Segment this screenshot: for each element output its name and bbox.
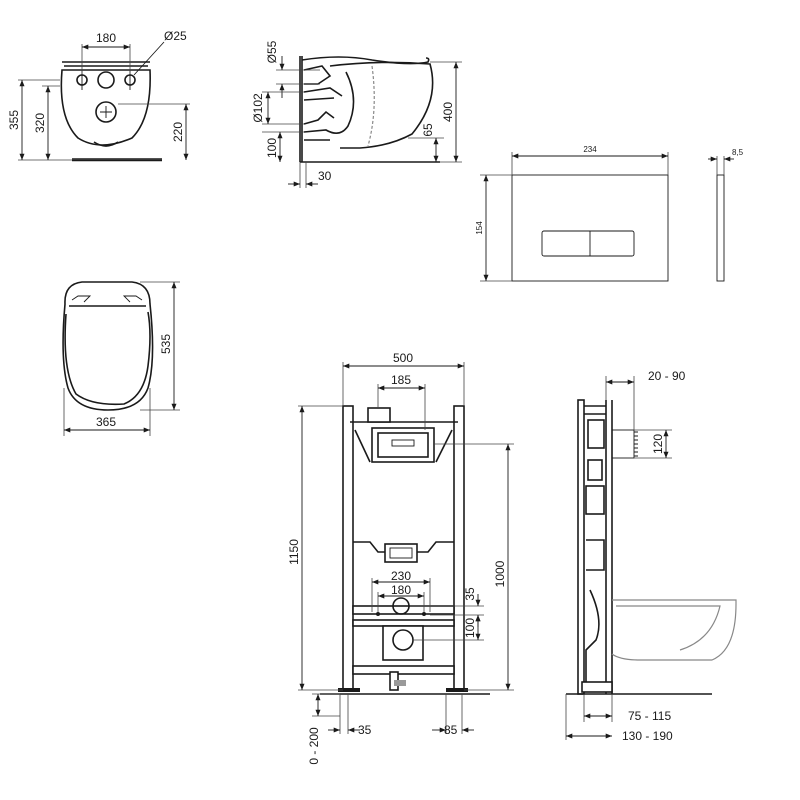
dim-35-frame: 35: [463, 587, 477, 601]
wc-top-view: [62, 281, 154, 411]
wc-side-view: [299, 56, 440, 163]
dim-154: 154: [475, 221, 484, 235]
dim-65: 65: [421, 123, 435, 137]
dim-75-115: 75 - 115: [628, 709, 671, 723]
dim-320: 320: [33, 113, 47, 133]
flush-plate-dimensions: 234 154 8,5: [475, 145, 744, 282]
dim-85-foot: 85: [444, 723, 458, 737]
center-hole-icon: [97, 71, 115, 89]
dim-hole-diameter: Ø25: [164, 29, 187, 43]
dim-1000: 1000: [493, 560, 507, 587]
dim-400-side: 400: [441, 102, 455, 122]
dim-20-90: 20 - 90: [648, 369, 686, 383]
wc-side-dimensions: Ø55 Ø102 100 65 400 30: [251, 40, 462, 188]
flush-plate: [511, 174, 725, 282]
frame-right-post: [453, 405, 465, 691]
dim-180-top: 180: [96, 31, 116, 45]
dim-d102: Ø102: [251, 93, 265, 123]
dim-d55: Ø55: [265, 40, 279, 63]
wall-panel: [577, 399, 585, 695]
dim-355: 355: [7, 110, 21, 130]
dim-120: 120: [651, 434, 665, 454]
dim-0-200: 0 - 200: [307, 727, 321, 765]
outlet-hole-icon: [95, 101, 117, 123]
wc-front-dimensions: 180 Ø25 355 320 220: [7, 29, 190, 161]
dim-8-5: 8,5: [732, 148, 744, 157]
dim-535: 535: [159, 334, 173, 354]
frame-side-dimensions: 20 - 90 120 75 - 115 130 - 190: [565, 369, 686, 743]
dim-230: 230: [391, 569, 411, 583]
frame-front-view: [320, 405, 490, 695]
dim-180-frame: 180: [391, 583, 411, 597]
dim-35-foot: 35: [358, 723, 372, 737]
dim-234: 234: [583, 145, 597, 154]
side-thread: [611, 429, 635, 459]
dim-130-190: 130 - 190: [622, 729, 673, 743]
dim-220: 220: [171, 122, 185, 142]
dim-185: 185: [391, 373, 411, 387]
dim-100-side: 100: [265, 138, 279, 158]
flush-plate-outline: [511, 174, 669, 282]
frame-left-post: [342, 405, 354, 691]
frame-front-dimensions: 500 185 1150 1000 230 180 35 100 35: [287, 351, 514, 765]
wc-top-dimensions: 535 365: [63, 281, 180, 436]
dim-1150: 1150: [287, 539, 301, 565]
flush-buttons: [541, 230, 635, 257]
dim-500: 500: [393, 351, 413, 365]
outlet-bend: [382, 625, 424, 661]
dim-100-frame: 100: [463, 618, 477, 638]
dim-365: 365: [96, 415, 116, 429]
flush-plate-side: [716, 174, 725, 282]
dim-30: 30: [318, 169, 332, 183]
wc-front-view: [60, 61, 162, 162]
frame-side-view: [566, 399, 737, 695]
